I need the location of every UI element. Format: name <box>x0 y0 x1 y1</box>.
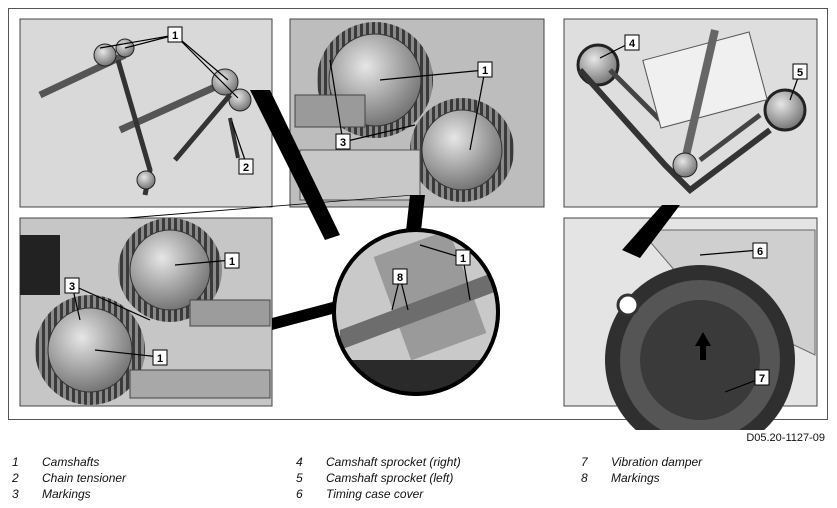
panel-sprocket-detail <box>19 217 273 407</box>
callout-1-magnifier: 1 <box>460 253 466 265</box>
callout-1-bottom-left-upper: 1 <box>229 256 235 268</box>
panel-chain-drive <box>563 18 818 208</box>
leader-lines <box>71 34 801 393</box>
callout-8: 8 <box>397 272 403 284</box>
callout-1-top-middle: 1 <box>482 65 488 77</box>
engine-timing-illustration: 1 2 1 3 4 5 1 3 1 1 8 6 7 <box>19 18 818 430</box>
panel-camshaft-sprockets <box>289 18 545 208</box>
callout-1-top-left: 1 <box>172 30 178 42</box>
panel-timing-cover <box>563 217 818 430</box>
panel-camshaft-overview <box>19 18 273 208</box>
callout-6: 6 <box>757 246 763 258</box>
callout-3-bottom-left: 3 <box>69 281 75 293</box>
callout-2: 2 <box>243 162 249 174</box>
callout-1-bottom-left-lower: 1 <box>157 353 163 365</box>
figure-id: D05.20-1127-09 <box>746 432 825 444</box>
callout-5: 5 <box>797 67 803 79</box>
callout-3-top-middle: 3 <box>340 137 346 149</box>
callout-7: 7 <box>759 373 765 385</box>
magnifier-detail <box>120 90 680 396</box>
callout-4: 4 <box>629 38 636 50</box>
